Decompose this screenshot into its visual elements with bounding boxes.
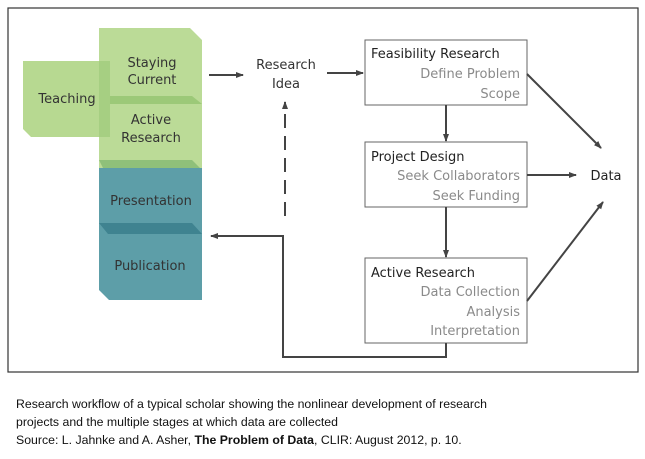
divider-band xyxy=(99,160,202,170)
research-idea-line2: Idea xyxy=(272,77,300,92)
active-research-item: Interpretation xyxy=(430,324,520,339)
divider-band xyxy=(99,223,202,234)
project-design-item: Seek Collaborators xyxy=(397,169,520,184)
current-label: Current xyxy=(128,73,177,88)
active-research-title: Active Research xyxy=(371,266,475,281)
feasibility-item: Scope xyxy=(480,87,520,102)
teaching-label: Teaching xyxy=(37,92,95,107)
teaching-block xyxy=(23,61,110,137)
data-label: Data xyxy=(590,169,621,184)
feasibility-box xyxy=(364,39,528,106)
caption-source: Source: L. Jahnke and A. Asher, The Prob… xyxy=(16,431,487,449)
project-design-item: Seek Funding xyxy=(432,189,520,204)
source-title: The Problem of Data xyxy=(194,433,315,447)
publication-label: Publication xyxy=(114,259,185,274)
feasibility-title: Feasibility Research xyxy=(371,47,500,62)
active-research-item: Data Collection xyxy=(421,285,520,300)
active-research-box xyxy=(364,257,528,344)
figure-caption: Research workflow of a typical scholar s… xyxy=(16,395,487,449)
arrow-to-data xyxy=(526,73,602,149)
teaching-overlap xyxy=(99,61,110,137)
divider-band xyxy=(99,96,202,104)
feasibility-item: Define Problem xyxy=(420,67,520,82)
arrow-to-data xyxy=(526,201,604,302)
caption-line: projects and the multiple stages at whic… xyxy=(16,415,338,429)
active-research-item: Analysis xyxy=(466,305,520,320)
source-suffix: , CLIR: August 2012, p. 10. xyxy=(314,433,462,447)
staying-label: Staying xyxy=(127,56,176,71)
project-design-title: Project Design xyxy=(371,150,465,165)
active-label: Active xyxy=(131,113,171,128)
presentation-label: Presentation xyxy=(110,194,192,209)
research-label: Research xyxy=(121,131,181,146)
source-prefix: Source: L. Jahnke and A. Asher, xyxy=(16,433,195,447)
project-design-box xyxy=(364,141,528,208)
research-idea-line1: Research xyxy=(256,58,316,73)
caption-line: Research workflow of a typical scholar s… xyxy=(16,397,487,411)
feedback-arrow xyxy=(210,233,447,358)
